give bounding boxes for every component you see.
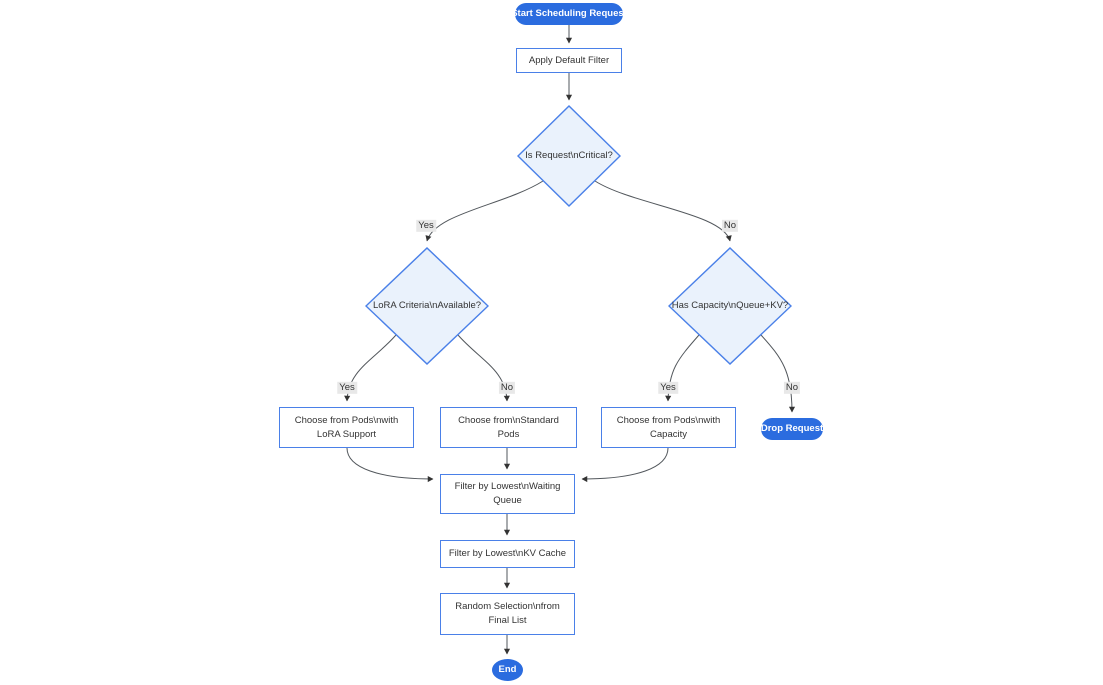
node-pods-lora-line2: LoRA Support [316,428,377,440]
node-filter-waiting-queue: Filter by Lowest\nWaiting Queue [440,474,575,514]
node-start-label: Start Scheduling Request [511,8,627,20]
node-decision-has-capacity: Has Capacity\nQueue+KV? [668,247,792,365]
node-pods-capacity-line2: Capacity [650,428,687,440]
node-random-selection-line2: Final List [488,615,527,626]
edge-label-critical-no: No [721,219,739,233]
node-end-label: End [498,664,517,676]
node-standard-pods-line1: Choose from\nStandard [458,414,559,426]
edge-capacity-no-drop [760,334,796,413]
node-random-selection-line1: Random Selection\nfrom [455,601,560,613]
edge-label-lora-yes: Yes [337,381,357,395]
node-drop-request-label: Drop Request [760,423,824,435]
node-apply-default-filter: Apply Default Filter [516,48,622,73]
node-decision-lora-criteria-label: LoRA Criteria\nAvailable? [372,300,482,312]
node-standard-pods-line2: Pods [497,428,520,440]
node-pods-lora-line1: Choose from Pods\nwith [294,414,399,426]
edge-label-lora-no: No [498,381,516,395]
node-filter-kv-cache: Filter by Lowest\nKV Cache [440,540,575,568]
edge-label-critical-yes: Yes [416,219,436,233]
edge-podslora-filterwaiting [346,447,434,483]
node-start: Start Scheduling Request [511,3,627,25]
edge-label-capacity-no: No [783,381,801,395]
node-filter-waiting-line2: Queue [493,495,522,506]
node-standard-pods: Choose from\nStandard Pods [440,407,577,448]
node-random-selection: Random Selection\nfrom Final List [440,593,575,635]
node-decision-lora-criteria: LoRA Criteria\nAvailable? [365,247,489,365]
node-decision-has-capacity-label: Has Capacity\nQueue+KV? [671,300,789,312]
node-pods-lora: Choose from Pods\nwith LoRA Support [279,407,414,448]
node-pods-capacity-line1: Choose from Pods\nwith [616,414,721,426]
node-filter-waiting-line1: Filter by Lowest\nWaiting [454,481,561,493]
node-decision-is-critical-label: Is Request\nCritical? [525,150,613,162]
node-apply-default-filter-label: Apply Default Filter [528,54,610,66]
edge-label-capacity-yes: Yes [658,381,678,395]
node-pods-capacity: Choose from Pods\nwith Capacity [601,407,736,448]
node-filter-kv-cache-label: Filter by Lowest\nKV Cache [448,548,567,560]
node-end: End [492,659,523,681]
node-drop-request: Drop Request [761,418,823,440]
edge-podscapacity-filterwaiting [581,447,669,483]
node-decision-is-critical: Is Request\nCritical? [517,105,621,207]
